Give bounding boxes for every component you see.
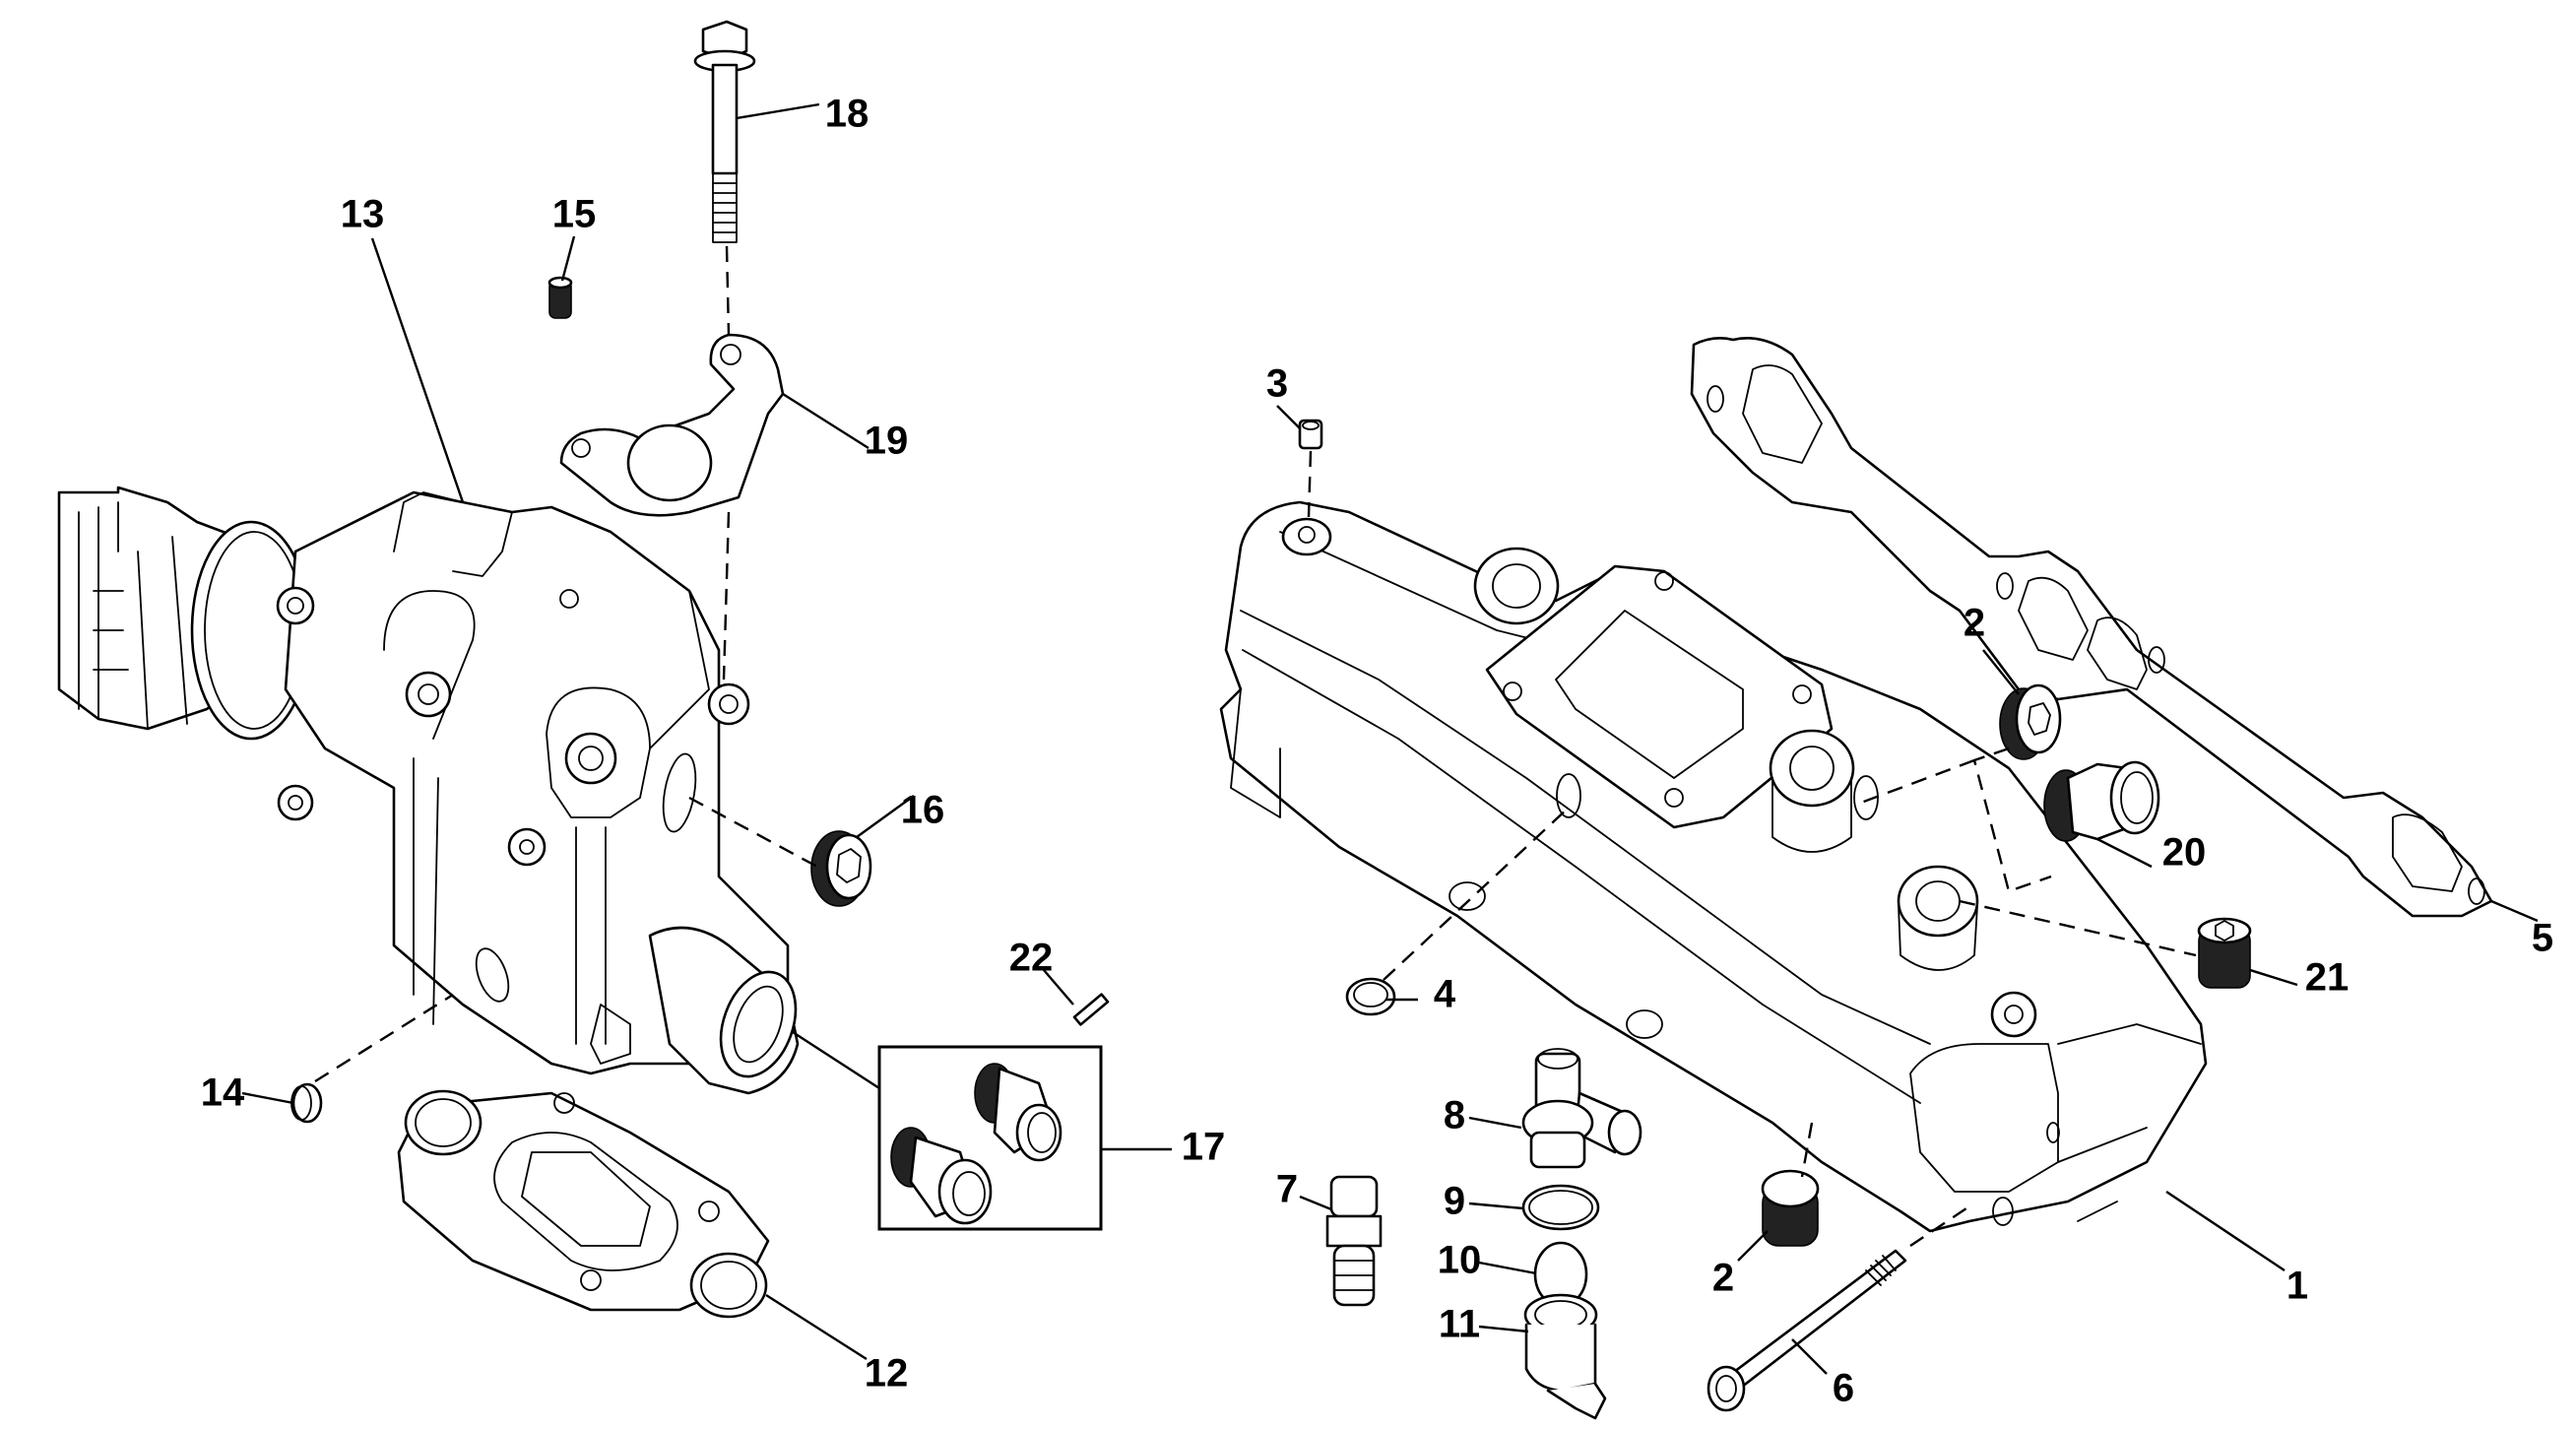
hose-fitting — [1325, 1175, 1383, 1307]
tee-fitting — [1521, 1048, 1642, 1169]
alignment-line-21 — [1959, 899, 2197, 957]
alignment-line-18 — [725, 245, 731, 336]
elbow-fitting — [1523, 1293, 1607, 1420]
callout-11: 11 — [1439, 1303, 1480, 1346]
alignment-line-4 — [1383, 807, 1570, 981]
callout-8: 8 — [1444, 1094, 1465, 1137]
elbow-pipe-plug — [810, 830, 872, 907]
callout-1: 1 — [2286, 1265, 2308, 1308]
elbow-gasket — [397, 1089, 770, 1319]
callout-9: 9 — [1444, 1180, 1465, 1223]
callout-4: 4 — [1434, 973, 1456, 1016]
alignment-line-19 — [722, 511, 731, 681]
callout-19: 19 — [865, 420, 909, 463]
elbow-bolt — [693, 20, 756, 243]
manifold-gasket — [1690, 337, 2493, 918]
callout-21: 21 — [2305, 956, 2350, 1000]
hose-adapter — [2043, 760, 2160, 842]
pipe-plug-lower — [1761, 1169, 1820, 1247]
sleeve-ring — [1345, 977, 1396, 1016]
callout-14: 14 — [201, 1072, 245, 1115]
callout-6: 6 — [1833, 1367, 1854, 1410]
cup-plug — [290, 1082, 323, 1124]
socket-plug — [2197, 917, 2252, 989]
callout-18: 18 — [825, 93, 869, 136]
fitting-kit — [877, 1045, 1103, 1231]
manifold-bolt — [1707, 1249, 1907, 1412]
callout-22: 22 — [1009, 937, 1054, 980]
set-screw-plug — [1298, 419, 1323, 450]
callout-7: 7 — [1276, 1168, 1298, 1211]
callout-2-upper: 2 — [1964, 602, 1985, 645]
o-ring — [1521, 1184, 1600, 1231]
alignment-line-2-lower — [1800, 1122, 1814, 1178]
callout-16: 16 — [901, 789, 945, 832]
callout-20: 20 — [2162, 831, 2207, 875]
exhaust-manifold — [1219, 500, 2208, 1233]
leader-lines — [241, 102, 2539, 1375]
alignment-line-3 — [1307, 450, 1313, 518]
exhaust-elbow — [57, 486, 800, 1095]
pipe-plug-upper — [1999, 683, 2062, 760]
callout-13: 13 — [341, 193, 385, 236]
callout-15: 15 — [552, 193, 597, 236]
callout-3: 3 — [1266, 362, 1288, 406]
alignment-line-2-20 — [1860, 747, 2052, 893]
alignment-line-6 — [1909, 1205, 1970, 1247]
callout-12: 12 — [865, 1352, 909, 1396]
drain-pin — [1072, 993, 1110, 1026]
callout-17: 17 — [1182, 1126, 1226, 1169]
callout-5: 5 — [2532, 917, 2553, 960]
set-screw — [547, 276, 573, 319]
callout-2-lower: 2 — [1712, 1257, 1734, 1300]
callout-10: 10 — [1438, 1239, 1482, 1282]
lifting-bracket — [559, 333, 785, 517]
callouts: 18 13 15 19 3 2 20 5 21 16 22 4 14 17 8 … — [201, 93, 2553, 1410]
alignment-line-14 — [314, 993, 454, 1083]
